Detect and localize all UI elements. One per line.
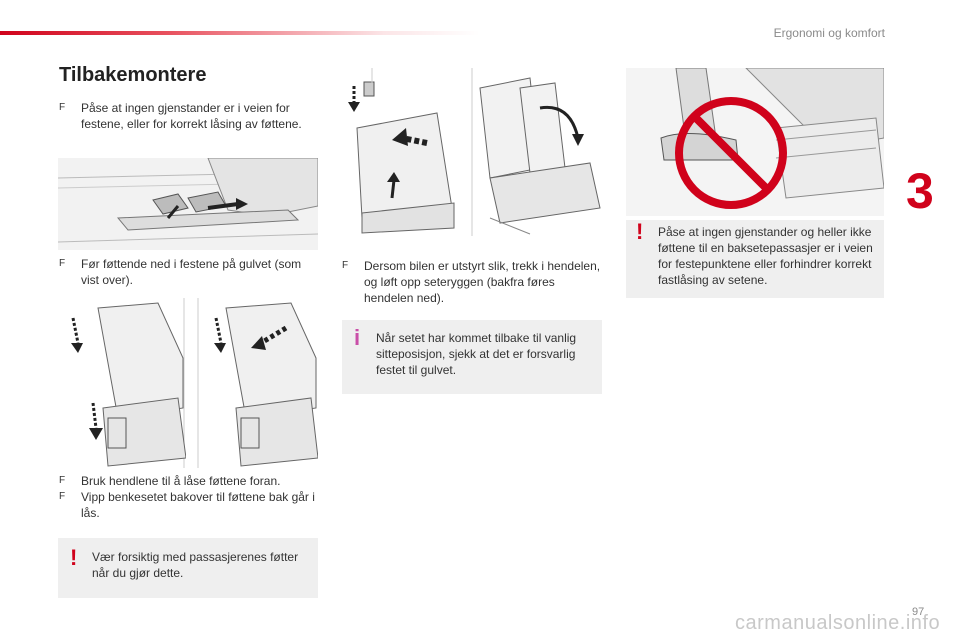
- bullet-text: Vipp benkesetet bakover til føttene bak …: [81, 490, 315, 520]
- warning-text: Vær forsiktig med passasjerenes føtter n…: [92, 550, 299, 580]
- seat-lowering-illustration-left: [71, 298, 186, 468]
- bullet-mark: F: [59, 258, 66, 269]
- page-number: 97: [912, 606, 925, 618]
- header-accent-bar: [0, 31, 480, 35]
- seat-lowering-illustration-right: [197, 298, 318, 468]
- warning-text: Påse at ingen gjenstander og heller ikke…: [658, 225, 873, 287]
- bullet-tilt-bench: F Vipp benkesetet bakover til føttene ba…: [59, 489, 319, 521]
- chapter-number: 3: [906, 163, 934, 219]
- bullet-pull-lever: F Dersom bilen er utstyrt slik, trekk i …: [342, 258, 602, 306]
- bullet-lower-feet: F Før føttende ned i festene på gulvet (…: [59, 256, 319, 288]
- watermark: carmanualsonline.info: [735, 612, 941, 634]
- bullet-mark: F: [342, 260, 349, 271]
- bullet-lock-front-feet: F Bruk hendlene til å låse føttene foran…: [59, 473, 319, 489]
- bullet-check-obstacles: F Påse at ingen gjenstander er i veien f…: [59, 100, 319, 132]
- warning-passenger-feet: ! Vær forsiktig med passasjerenes føtter…: [58, 538, 318, 598]
- info-icon: i: [354, 325, 361, 350]
- bullet-mark: F: [59, 491, 66, 502]
- chapter-title: Ergonomi og komfort: [773, 26, 885, 40]
- info-check-fixing: i Når setet har kommet tilbake til vanli…: [342, 320, 602, 394]
- bullet-mark: F: [59, 475, 66, 486]
- bullet-text: Før føttende ned i festene på gulvet (so…: [81, 257, 302, 287]
- seatback-lever-illustration: [348, 68, 455, 234]
- section-title: Tilbakemontere: [59, 64, 207, 86]
- warning-icon: !: [70, 545, 78, 570]
- floor-fixing-illustration: [58, 158, 318, 250]
- info-text: Når setet har kommet tilbake til vanlig …: [376, 331, 577, 377]
- warning-obstruction: ! Påse at ingen gjenstander og heller ik…: [626, 220, 884, 298]
- bullet-text: Bruk hendlene til å låse føttene foran.: [81, 474, 281, 488]
- bullet-mark: F: [59, 102, 66, 113]
- no-feet-illustration: [626, 68, 884, 216]
- bullet-text: Påse at ingen gjenstander er i veien for…: [81, 101, 302, 131]
- seatback-lift-illustration: [471, 68, 601, 236]
- warning-icon: !: [636, 219, 644, 244]
- bullet-text: Dersom bilen er utstyrt slik, trekk i he…: [364, 259, 601, 305]
